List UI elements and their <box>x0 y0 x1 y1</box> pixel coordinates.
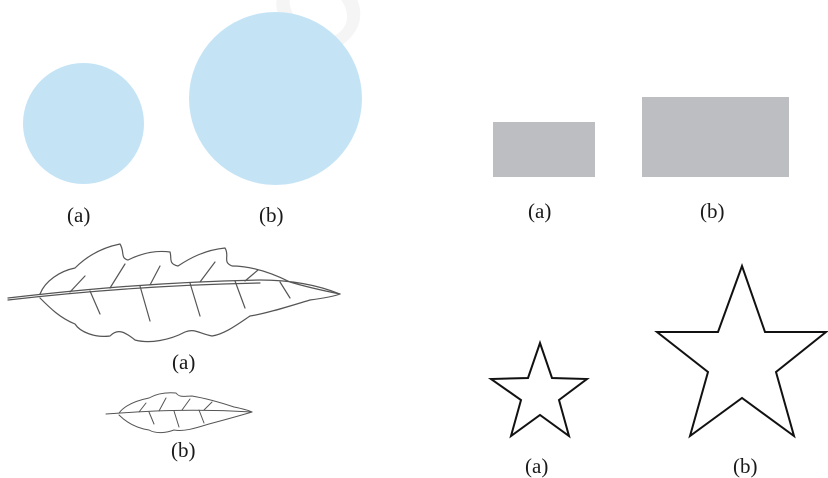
label-small-circle: (a) <box>67 205 90 226</box>
label-large-rectangle: (b) <box>700 201 725 222</box>
large-circle <box>189 12 362 185</box>
large-rectangle <box>642 97 789 177</box>
label-large-circle: (b) <box>259 205 284 226</box>
small-rectangle <box>493 122 595 177</box>
small-circle <box>23 63 144 184</box>
small-star <box>488 342 588 438</box>
large-star <box>654 264 828 440</box>
large-leaf-drawing <box>0 236 350 346</box>
label-large-star: (b) <box>733 456 758 477</box>
label-large-leaf: (a) <box>172 352 195 373</box>
label-small-star: (a) <box>525 456 548 477</box>
small-leaf-drawing <box>104 390 254 436</box>
label-small-leaf: (b) <box>171 440 196 461</box>
label-small-rectangle: (a) <box>528 201 551 222</box>
